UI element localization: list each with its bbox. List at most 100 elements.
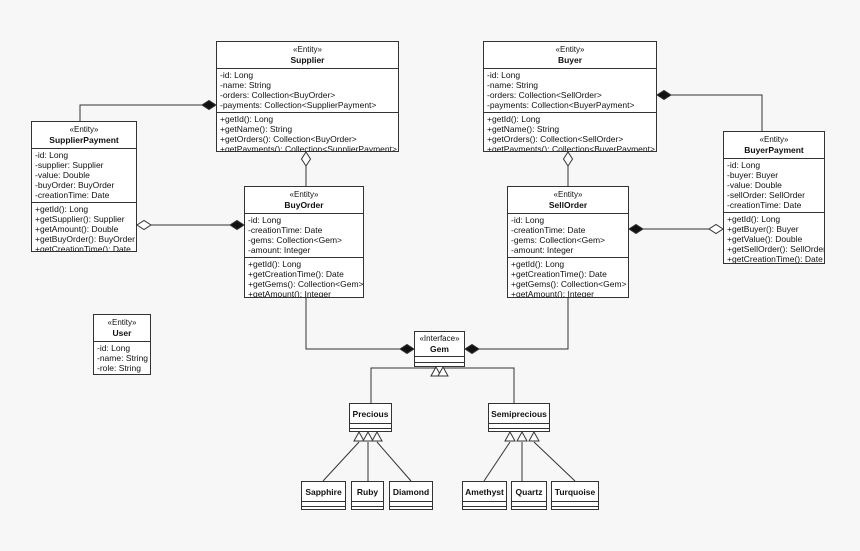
attributes-section: -id: Long -creationTime: Date -gems: Col… (245, 214, 363, 258)
attribute: -supplier: Supplier (35, 160, 104, 170)
class-amethyst[interactable]: Amethyst (462, 481, 507, 510)
generalization-line-amethyst (483, 441, 511, 482)
attributes-section: -id: Long -creationTime: Date -gems: Col… (508, 214, 628, 258)
operation: +getBuyOrder(): BuyOrder (35, 234, 135, 244)
realization-line-precious-gem (370, 367, 436, 403)
class-stereotype: «Entity» (293, 45, 322, 54)
class-name: Quartz (515, 487, 543, 497)
class-buyer-payment[interactable]: «Entity»BuyerPayment -id: Long -buyer: B… (723, 131, 825, 264)
attribute: -creationTime: Date (727, 200, 802, 210)
aggregation-diamond-icon (136, 219, 152, 231)
attribute: -name: String (97, 353, 149, 363)
attributes-section (512, 502, 546, 507)
class-buyer[interactable]: «Entity»Buyer -id: Long -name: String -o… (483, 41, 657, 152)
attribute: -creationTime: Date (511, 225, 586, 235)
attribute: -amount: Integer (511, 245, 574, 255)
class-sell-order[interactable]: «Entity»SellOrder -id: Long -creationTim… (507, 186, 629, 298)
class-semiprecious[interactable]: Semiprecious (488, 403, 550, 432)
operations-section (489, 429, 549, 431)
class-sapphire[interactable]: Sapphire (301, 481, 346, 510)
class-name: Turquoise (554, 487, 596, 497)
attributes-section (463, 502, 506, 507)
operation: +getBuyer(): Buyer (727, 224, 799, 234)
attributes-section (390, 502, 432, 507)
class-stereotype: «Entity» (69, 125, 99, 134)
operations-section: +getId(): Long +getSupplier(): Supplier … (32, 203, 136, 251)
operation: +getId(): Long (248, 259, 302, 269)
operation: +getGems(): Collection<Gem> (248, 279, 364, 289)
attribute: -id: Long (487, 70, 521, 80)
class-name: Ruby (356, 487, 379, 497)
generalization-arrow-icon (516, 430, 528, 442)
operation: +getGems(): Collection<Gem> (511, 279, 627, 289)
class-stereotype: «Entity» (759, 135, 789, 144)
class-name: SupplierPayment (49, 135, 119, 145)
operation: +getCreationTime(): Date (727, 254, 823, 264)
operation: +getPayments(): Collection<BuyerPayment> (487, 144, 655, 152)
class-turquoise[interactable]: Turquoise (551, 481, 599, 510)
operation: +getCreationTime(): Date (248, 269, 344, 279)
operation: +getOrders(): Collection<SellOrder> (487, 134, 624, 144)
attributes-section (552, 502, 598, 507)
operations-section: +getId(): Long +getCreationTime(): Date … (245, 258, 364, 298)
operations-section: +getId(): Long +getName(): String +getOr… (217, 113, 398, 151)
operation: +getOrders(): Collection<BuyOrder> (220, 134, 357, 144)
composition-line-buyorder-gem (305, 298, 414, 350)
class-user[interactable]: «Entity»User -id: Long -name: String -ro… (93, 314, 151, 375)
composition-diamond-icon (399, 343, 415, 355)
attribute: -name: String (220, 80, 272, 90)
composition-line-supplier-payment (79, 104, 216, 121)
operation: +getCreationTime(): Date (511, 269, 607, 279)
class-stereotype: «Entity» (107, 318, 137, 327)
operations-section (350, 429, 391, 431)
attribute: -value: Double (35, 170, 90, 180)
attribute: -gems: Collection<Gem> (511, 235, 606, 245)
generalization-arrow-icon (528, 430, 540, 442)
attributes-section: -id: Long -supplier: Supplier -value: Do… (32, 149, 136, 203)
class-precious[interactable]: Precious (349, 403, 392, 432)
operations-section: +getId(): Long +getName(): String +getOr… (484, 113, 656, 152)
class-name: Gem (430, 344, 449, 354)
attributes-section (415, 357, 464, 363)
class-buy-order[interactable]: «Entity»BuyOrder -id: Long -creationTime… (244, 186, 364, 298)
operation: +getId(): Long (35, 204, 89, 214)
class-diamond[interactable]: Diamond (389, 481, 433, 510)
attributes-section: -id: Long -buyer: Buyer -value: Double -… (724, 159, 824, 213)
attribute: -value: Double (727, 180, 782, 190)
generalization-line-turquoise (533, 441, 576, 482)
attribute: -id: Long (727, 160, 761, 170)
realization-arrow-icon (437, 365, 449, 377)
attribute: -id: Long (35, 150, 69, 160)
class-supplier-payment[interactable]: «Entity»SupplierPayment -id: Long -suppl… (31, 121, 137, 252)
composition-diamond-icon (464, 343, 480, 355)
attribute: -name: String (487, 80, 539, 90)
operation: +getId(): Long (511, 259, 565, 269)
operations-section: +getId(): Long +getBuyer(): Buyer +getVa… (724, 213, 824, 264)
operation: +getAmount(): Integer (511, 289, 594, 298)
generalization-arrow-icon (362, 430, 374, 442)
operation: +getName(): String (220, 124, 293, 134)
attributes-section (350, 424, 391, 429)
class-stereotype: «Entity» (553, 190, 583, 199)
operations-section (352, 507, 383, 509)
class-quartz[interactable]: Quartz (511, 481, 547, 510)
class-name: Semiprecious (491, 409, 547, 419)
class-supplier[interactable]: «Entity»Supplier -id: Long -name: String… (216, 41, 399, 152)
operation: +getAmount(): Integer (248, 289, 331, 298)
class-name: SellOrder (548, 200, 588, 210)
aggregation-diamond-icon (708, 223, 724, 235)
composition-diamond-icon (229, 219, 245, 231)
generalization-line-sapphire (322, 441, 360, 482)
class-name: Supplier (290, 55, 325, 65)
operation: +getId(): Long (727, 214, 781, 224)
operation: +getId(): Long (220, 114, 274, 124)
attributes-section: -id: Long -name: String -orders: Collect… (484, 69, 656, 113)
class-ruby[interactable]: Ruby (351, 481, 384, 510)
attribute: -orders: Collection<SellOrder> (487, 90, 602, 100)
class-name: BuyOrder (284, 200, 324, 210)
operation: +getName(): String (487, 124, 560, 134)
operation: +getAmount(): Double (35, 224, 119, 234)
interface-gem[interactable]: «Interface»Gem (414, 331, 465, 367)
operations-section (415, 363, 464, 366)
